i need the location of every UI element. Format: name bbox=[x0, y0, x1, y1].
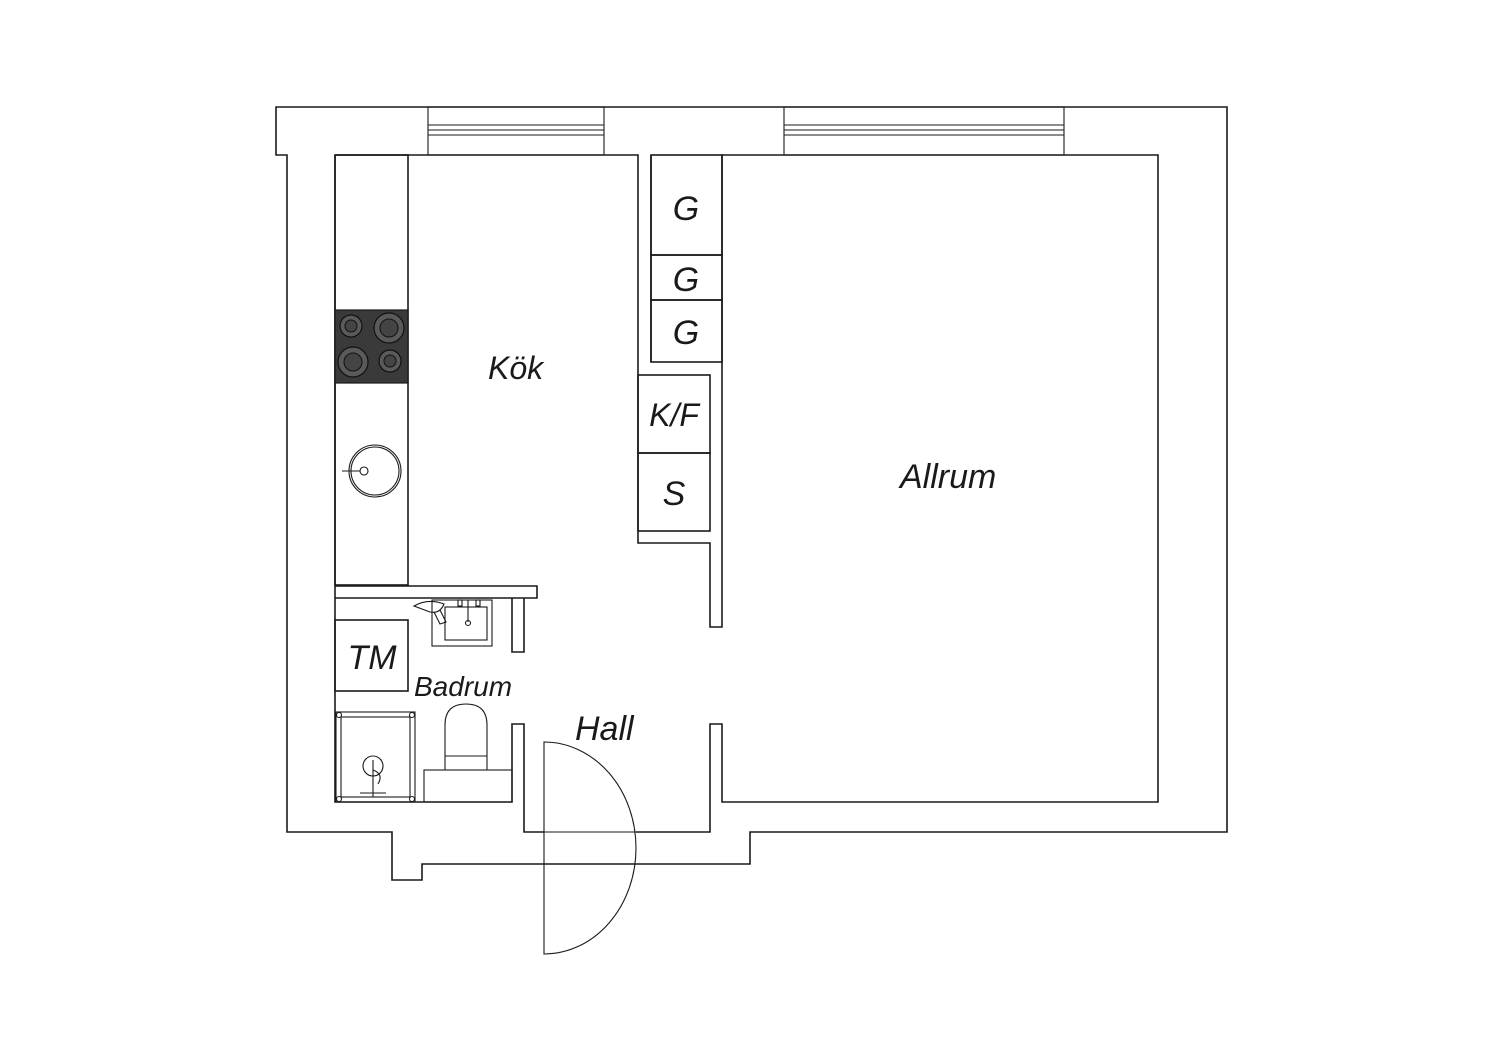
window-icon bbox=[783, 106, 1065, 156]
cabinet-label-g2: G bbox=[673, 261, 699, 299]
door-swing-icon bbox=[543, 741, 637, 955]
stove-icon bbox=[334, 309, 409, 384]
shower-icon bbox=[335, 711, 416, 803]
tm-cabinet bbox=[334, 619, 409, 692]
room-label-living: Allrum bbox=[898, 458, 996, 496]
bathroom-fixtures bbox=[334, 598, 525, 803]
cabinet-label-g3: G bbox=[673, 314, 699, 352]
storage-s bbox=[637, 452, 711, 532]
outer-walls bbox=[275, 106, 1228, 881]
sink-icon bbox=[342, 444, 402, 498]
room-label-bathroom: Badrum bbox=[414, 671, 512, 702]
room-label-kitchen: Kök bbox=[488, 350, 545, 386]
cabinet-label-g1: G bbox=[673, 190, 699, 228]
washbasin-icon bbox=[412, 599, 493, 647]
wardrobe-column bbox=[650, 154, 723, 363]
toilet-icon bbox=[423, 703, 513, 803]
window-icon bbox=[427, 106, 605, 156]
appliance-column bbox=[637, 374, 711, 532]
room-label-hall: Hall bbox=[575, 710, 635, 748]
cabinet-label-fridge-freezer: K/F bbox=[649, 397, 701, 433]
cabinet-label-tm: TM bbox=[347, 639, 397, 677]
cabinet-label-s: S bbox=[663, 475, 686, 513]
wardrobe-g3 bbox=[650, 299, 723, 363]
